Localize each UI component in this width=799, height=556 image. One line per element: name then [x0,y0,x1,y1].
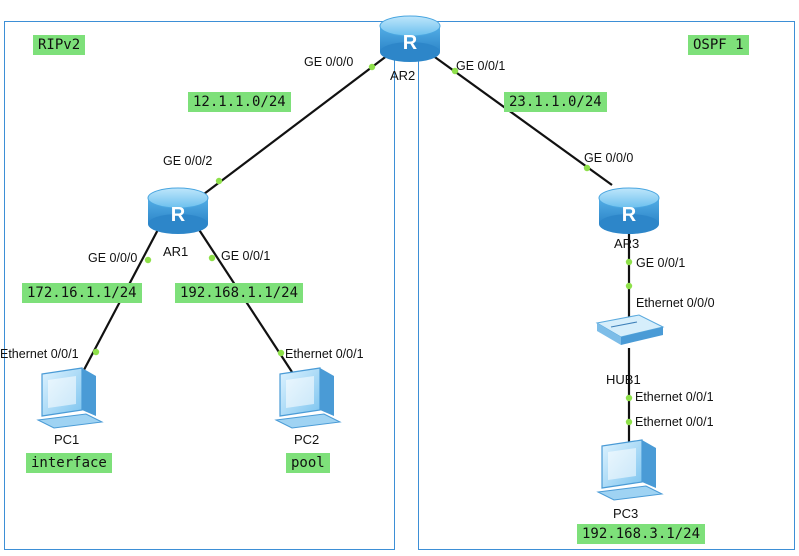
area-label-ripv2: RIPv2 [33,35,86,55]
port-dot [208,254,216,262]
router-icon[interactable]: R [379,15,441,62]
ospf-area-box [418,21,795,550]
port-dot [625,394,633,402]
area-label-ospf: OSPF 1 [688,35,749,55]
network-label-pc3: 192.168.3.1/24 [577,524,706,544]
port-label: Ethernet 0/0/1 [635,415,714,429]
note-pc1: interface [26,453,112,473]
link-ar2-ar3 [431,54,613,186]
svg-text:R: R [622,204,637,226]
device-label-pc1: PC1 [54,432,80,447]
port-dot [277,349,285,357]
router-icon[interactable]: R [598,187,660,234]
link-ar2-ar1 [195,54,389,201]
port-dot [451,67,459,75]
device-label-ar2: AR2 [390,68,416,83]
port-label: GE 0/0/0 [304,55,354,69]
device-label-pc2: PC2 [294,432,320,447]
hub-icon[interactable] [595,314,665,345]
port-label: GE 0/0/1 [636,256,686,270]
device-label-ar3: AR3 [614,236,640,251]
port-label: GE 0/0/2 [163,154,213,168]
note-pc2: pool [286,453,330,473]
port-label: Ethernet 0/0/0 [636,296,715,310]
port-dots [92,63,633,426]
svg-text:R: R [403,32,418,54]
device-label-ar1: AR1 [163,244,189,259]
network-label-pc2: 192.168.1.1/24 [175,283,304,303]
network-label-ar1-ar2: 12.1.1.0/24 [188,92,291,112]
port-label: GE 0/0/1 [221,249,271,263]
port-dot [625,418,633,426]
svg-text:R: R [171,204,186,226]
port-label: Ethernet 0/0/1 [285,347,364,361]
device-label-pc3: PC3 [613,506,639,521]
port-dot [625,282,633,290]
network-label-pc1: 172.16.1.1/24 [22,283,142,303]
port-label: GE 0/0/1 [456,59,506,73]
pc-icon[interactable] [36,367,104,429]
device-label-hub1: HUB1 [606,372,641,387]
link-ar1-pc1 [75,221,163,386]
port-dot [583,164,591,172]
port-dot [368,63,376,71]
pc-icon[interactable] [596,439,664,501]
port-dot [92,348,100,356]
links [75,54,631,448]
port-dot [625,258,633,266]
port-label: GE 0/0/0 [88,251,138,265]
port-label: Ethernet 0/0/1 [0,347,79,361]
port-dot [215,177,223,185]
pc-icon[interactable] [274,367,342,429]
network-label-ar2-ar3: 23.1.1.0/24 [504,92,607,112]
router-icon[interactable]: R [147,187,209,234]
port-label: GE 0/0/0 [584,151,634,165]
port-label: Ethernet 0/0/1 [635,390,714,404]
ripv2-area-box [4,21,395,550]
port-dot [144,256,152,264]
